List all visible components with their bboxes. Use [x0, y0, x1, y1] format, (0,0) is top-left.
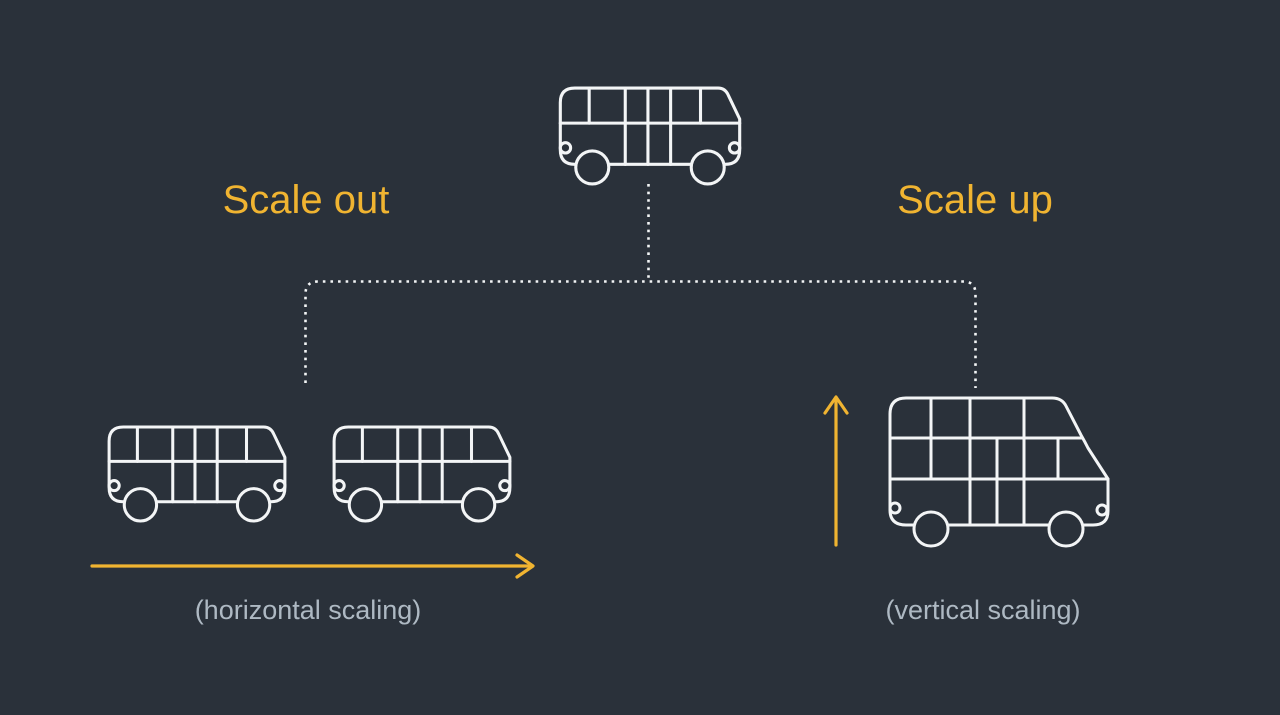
horizontal-scaling-caption: (horizontal scaling) — [194, 595, 422, 625]
connector-branch-line — [304, 280, 977, 388]
up-arrow-icon — [823, 395, 849, 547]
large-bus-icon-scale-up — [888, 396, 1110, 549]
bus-icon-scale-out-1 — [107, 425, 287, 523]
vertical-scaling-caption: (vertical scaling) — [885, 595, 1081, 625]
bus-icon-scale-out-2 — [332, 425, 512, 523]
scale-out-title: Scale out — [222, 178, 390, 222]
bus-icon-root — [558, 86, 742, 186]
scale-up-title: Scale up — [897, 178, 1053, 222]
right-arrow-icon — [90, 553, 535, 579]
